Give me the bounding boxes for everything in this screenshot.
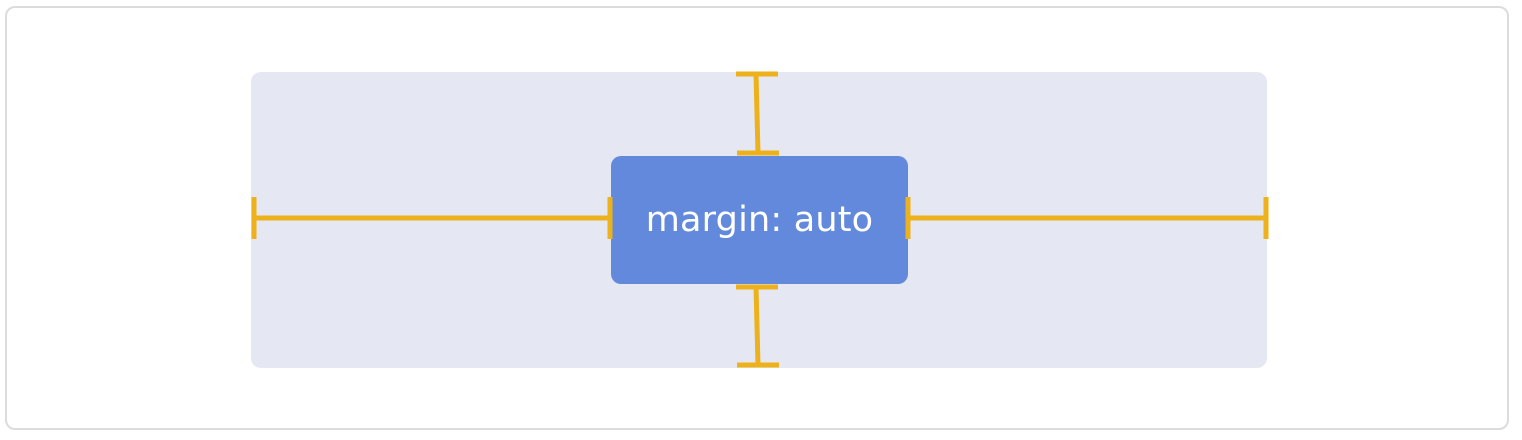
top-margin-marker (736, 71, 779, 156)
centered-child-box: margin: auto (611, 156, 908, 284)
child-label: margin: auto (645, 200, 874, 240)
right-margin-marker (905, 197, 1269, 239)
bottom-margin-marker (736, 284, 779, 368)
left-margin-marker (251, 197, 613, 239)
